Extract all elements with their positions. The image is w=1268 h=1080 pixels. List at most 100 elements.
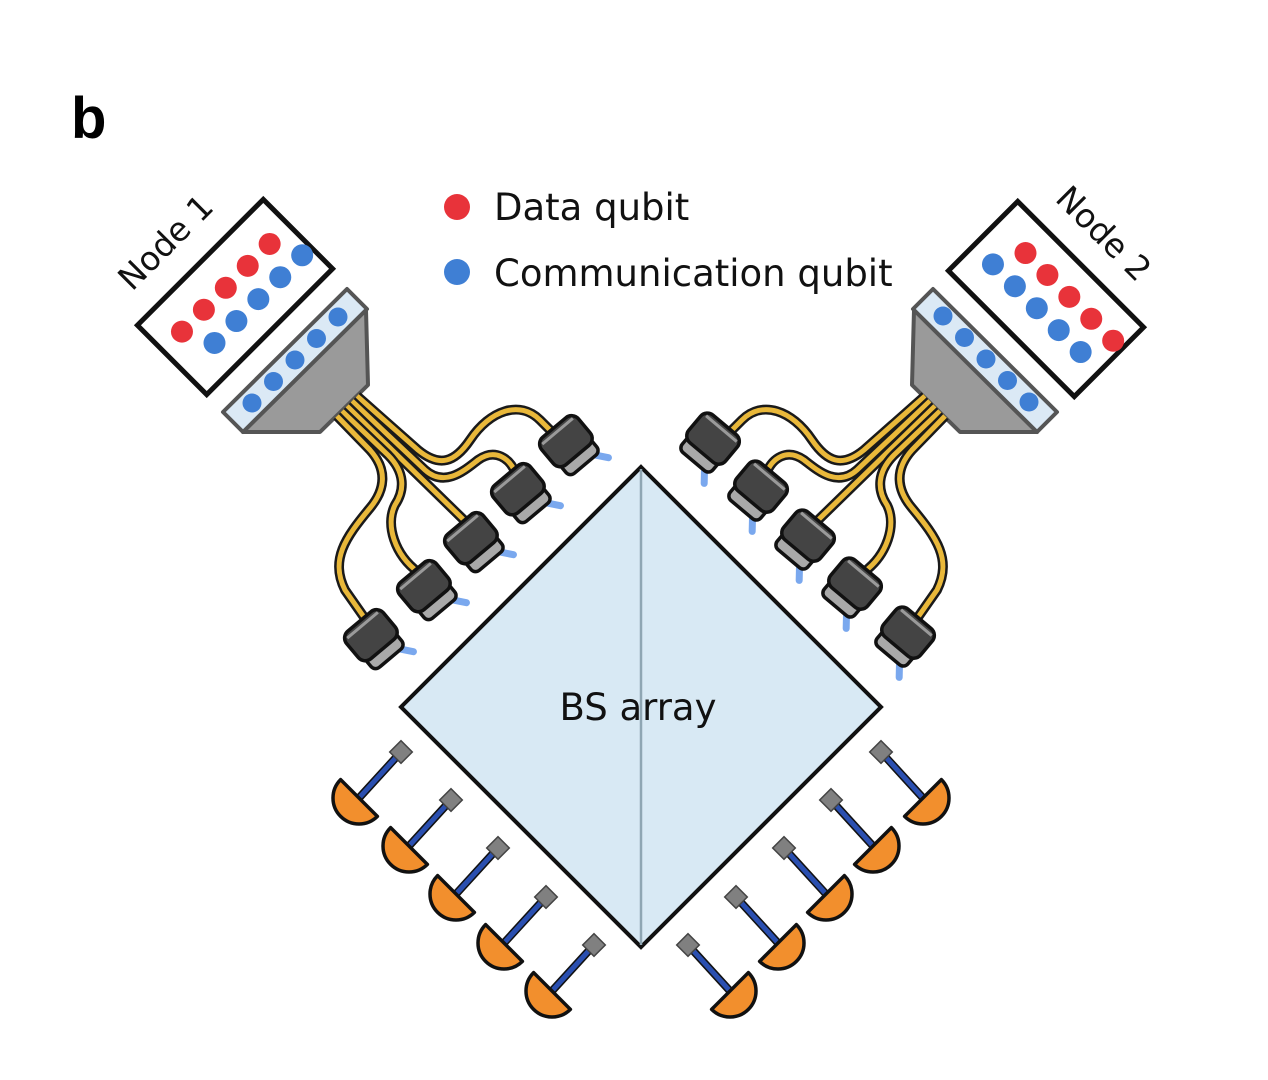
detector-fiber-end	[868, 739, 894, 765]
connector-highlight	[541, 417, 574, 446]
detector-stem	[829, 798, 875, 848]
data-qubit	[258, 232, 281, 255]
detector-stem	[357, 750, 403, 800]
detector-fiber-end	[388, 739, 414, 765]
fiber-core	[355, 394, 562, 463]
prism-communication-qubit	[955, 328, 974, 347]
node-2-qubit-register	[944, 197, 1148, 401]
prism-communication-qubit	[285, 350, 305, 370]
detector-stem	[502, 895, 548, 945]
beam-output	[450, 596, 470, 607]
beam-output	[700, 467, 708, 487]
node-2: Node 2	[910, 178, 1159, 434]
connector-highlight	[399, 562, 432, 591]
data-qubit	[192, 298, 215, 321]
node-2-fiber	[761, 397, 934, 483]
connector-highlight	[753, 462, 786, 491]
communication-qubit	[291, 244, 314, 267]
detector-fiber-end	[533, 884, 559, 910]
detector-cup	[331, 777, 380, 826]
legend-communication-qubit-label: Communication qubit	[494, 252, 893, 295]
optical-fibers	[333, 392, 949, 623]
node-2-side-detector	[868, 739, 951, 826]
connector-highlight	[705, 414, 738, 443]
node-2-prism-communication-qubits	[933, 306, 1039, 412]
bs-array: BS array	[398, 464, 884, 950]
detector-cup	[852, 825, 901, 874]
node-2-fiber-connector	[821, 556, 884, 632]
connector-body	[827, 556, 884, 611]
detector-fiber-end	[581, 932, 607, 958]
node-1: Node 1	[110, 187, 370, 434]
data-qubit	[1058, 285, 1081, 308]
detector-cup	[381, 825, 430, 874]
communication-qubit	[269, 266, 292, 289]
detector-cup	[476, 922, 525, 971]
node-2-fiber	[718, 392, 929, 466]
detector-cup	[428, 873, 477, 922]
detector-fiber-end	[771, 835, 797, 861]
detector-cup	[524, 970, 573, 1019]
communication-qubit	[1003, 275, 1026, 298]
beam-output	[497, 548, 517, 559]
beam-output	[842, 612, 850, 632]
prism-communication-qubit	[264, 372, 283, 391]
detector-cup	[805, 873, 854, 922]
connector-body	[780, 508, 837, 563]
prism-communication-qubit	[328, 307, 348, 327]
detector-cup	[757, 922, 806, 971]
beam-output	[397, 645, 417, 656]
node-1-fiber	[348, 397, 521, 483]
connector-highlight	[346, 611, 379, 640]
node-2-prism	[910, 287, 1059, 434]
communication-qubit	[203, 331, 226, 354]
node-1-fiber	[343, 402, 472, 528]
node-2-communication-qubits	[981, 253, 1092, 364]
panel-label: b	[71, 86, 106, 151]
connector-body	[442, 510, 499, 566]
detector-fiber-end	[818, 787, 844, 813]
data-qubit	[170, 320, 193, 343]
communication-qubit	[1069, 341, 1092, 364]
detector-fiber-end	[675, 932, 701, 958]
detector-stem	[734, 895, 780, 945]
prism-communication-qubit	[933, 306, 953, 326]
fiber-core	[862, 409, 942, 575]
connector-body	[733, 459, 790, 514]
node-2-fiber-connector	[727, 459, 790, 535]
node-2-fiber	[860, 407, 944, 577]
beam-output	[592, 451, 612, 462]
node-1-side-detector	[331, 739, 414, 826]
prism-communication-qubit	[998, 371, 1017, 390]
node-1-fiber	[353, 392, 564, 466]
connector-highlight	[446, 514, 479, 543]
node-1-qubit-register	[133, 195, 337, 399]
fiber-core	[350, 399, 519, 481]
legend-data-qubit-label: Data qubit	[494, 186, 689, 229]
node-1-fiber-connector	[442, 510, 517, 574]
data-qubit	[1014, 242, 1037, 265]
data-qubit	[1080, 307, 1103, 330]
bs-array-label: BS array	[560, 686, 717, 729]
detector-stem	[550, 943, 596, 993]
connector-body	[880, 605, 937, 660]
detector-stem	[407, 798, 453, 848]
data-qubit	[1102, 329, 1125, 352]
detector-fiber-end	[723, 884, 749, 910]
node-1-data-qubits	[170, 232, 281, 343]
detector-stem	[454, 846, 500, 896]
node-2-side-detector	[723, 884, 806, 971]
node-2-fiber	[810, 402, 939, 528]
communication-qubit	[1025, 297, 1048, 320]
fiber-core	[345, 404, 470, 526]
connector-body	[342, 607, 399, 663]
fiber-core	[812, 404, 937, 526]
beam-output	[748, 515, 756, 535]
detector-cup	[902, 777, 951, 826]
connector-body	[685, 411, 742, 466]
node-1-fiber-connector	[489, 461, 564, 525]
legend-communication-qubit-icon	[444, 259, 470, 285]
connector-highlight	[493, 465, 526, 494]
node-1-communication-qubits	[203, 244, 314, 354]
prism-communication-qubit	[1019, 392, 1039, 412]
